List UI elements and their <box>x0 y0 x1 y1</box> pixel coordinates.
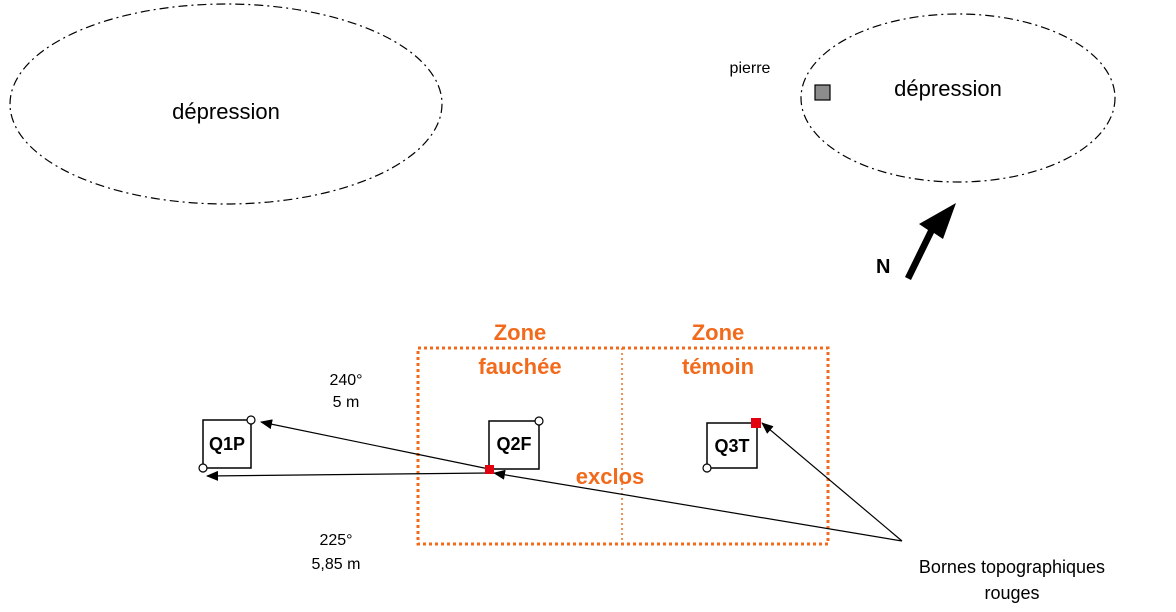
upper-distance-label: 5 m <box>333 394 360 411</box>
quadrat-q1p-corner-bottom-icon <box>198 463 208 473</box>
depression-right: dépression <box>800 13 1116 183</box>
zone-control-title-line1: Zone <box>692 320 745 345</box>
quadrat-q2f-frame <box>488 420 540 470</box>
arrow-bornes-to-q2f <box>493 469 903 542</box>
north-label: N <box>876 256 890 278</box>
quadrat-q1p-corner-top-icon <box>246 415 256 425</box>
exclosure-outline <box>416 346 830 546</box>
arrow-240-5m <box>260 419 490 470</box>
lower-distance-label: 5,85 m <box>312 556 361 573</box>
quadrat-q2f-label: Q2F <box>496 434 531 454</box>
red-markers <box>485 418 761 474</box>
markers-caption-line1: Bornes topographiques <box>919 557 1105 577</box>
markers-caption: Bornes topographiques rouges <box>919 557 1105 603</box>
measure-labels: 240° 5 m 225° 5,85 m <box>312 372 363 573</box>
quadrat-q2f-corner-top-icon <box>534 416 544 426</box>
quadrat-q3t-corner-bottom-icon <box>702 463 712 473</box>
depression-right-label: dépression <box>894 76 1002 101</box>
markers-caption-line2: rouges <box>984 583 1039 603</box>
quadrat-q3t-frame <box>706 422 758 469</box>
depression-right-outline <box>800 13 1116 183</box>
stone-label: pierre <box>730 60 771 77</box>
depression-left-label: dépression <box>172 99 280 124</box>
zone-mown-title-line1: Zone <box>494 320 547 345</box>
stone-square-icon <box>814 84 831 101</box>
arrow-bornes-to-q3t <box>761 422 903 542</box>
exclosure: Zone fauchée Zone témoin exclos <box>416 320 830 546</box>
quadrat-q3t: Q3T <box>702 422 758 473</box>
north-indicator: N <box>876 203 956 280</box>
stone-marker: pierre <box>730 60 831 101</box>
quadrat-q1p: Q1P <box>198 415 256 473</box>
measurement-arrows <box>206 419 903 542</box>
arrow-225-585m <box>206 470 490 481</box>
upper-angle-label: 240° <box>329 372 362 389</box>
zone-control-title-line2: témoin <box>682 354 754 379</box>
depression-left-outline <box>9 3 443 205</box>
quadrat-q2f: Q2F <box>488 416 544 470</box>
depression-left: dépression <box>9 3 443 205</box>
zone-mown-title-line2: fauchée <box>478 354 561 379</box>
quadrat-q3t-label: Q3T <box>714 436 749 456</box>
lower-angle-label: 225° <box>319 532 352 549</box>
north-arrow-icon <box>905 203 956 280</box>
quadrat-q1p-frame <box>202 419 252 469</box>
exclosure-label: exclos <box>576 464 645 489</box>
red-marker-q3t-icon <box>751 418 761 428</box>
red-marker-q2f-icon <box>485 465 494 474</box>
quadrat-q1p-label: Q1P <box>209 434 245 454</box>
